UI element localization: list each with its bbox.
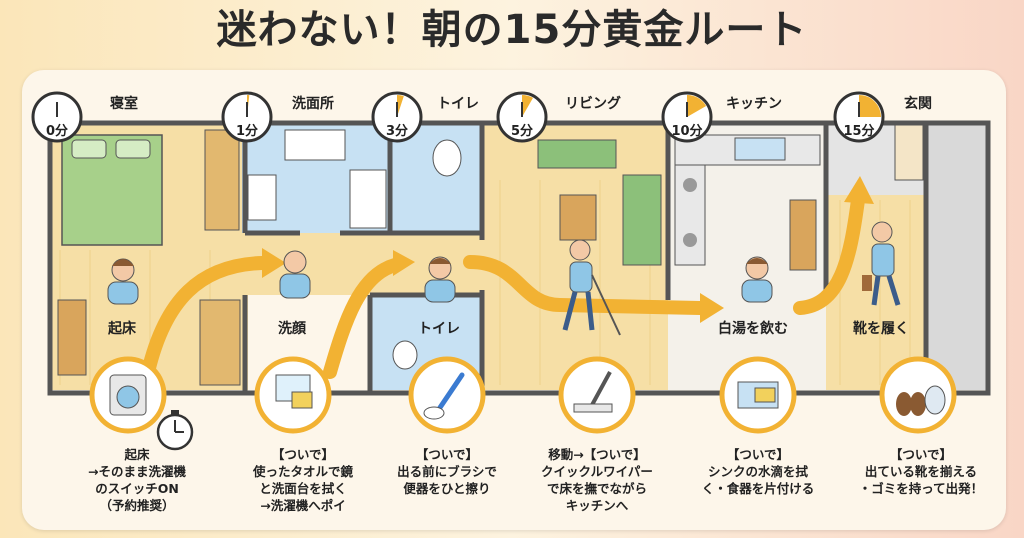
clock-time-3: 3分 — [385, 124, 409, 139]
wardrobe — [204, 129, 240, 231]
action-label-wake: 起床 — [108, 321, 136, 337]
bathtub — [349, 169, 387, 229]
caption-kitchen: 【ついで】シンクの水滴を拭く・食器を片付ける — [701, 447, 815, 496]
toilet-seat — [432, 139, 462, 177]
page-title: 迷わない！朝の15分黄金ルート — [216, 7, 808, 53]
room-label-bedroom: 寝室 — [110, 96, 138, 112]
caption-living: 移動→【ついで】クイックルワイパーで床を撫でながらキッチンへ — [541, 447, 653, 513]
clock-icon — [496, 91, 548, 143]
action-label-wash-face: 洗顔 — [278, 321, 306, 337]
caption-icon-circles — [89, 356, 957, 434]
washer-unit — [247, 174, 277, 221]
sofa — [537, 139, 617, 169]
action-label-toilet: トイレ — [418, 321, 460, 337]
clocks — [31, 91, 885, 143]
person-leaving — [862, 221, 901, 306]
clock-icon — [833, 91, 885, 143]
stove-burner-top — [683, 178, 697, 192]
shelf — [199, 299, 241, 386]
sink-sponge-icon-glyph — [737, 381, 779, 409]
clock-time-10: 10分 — [671, 124, 703, 139]
clock-icon — [31, 91, 83, 143]
mirror-towel-icon-glyph — [275, 374, 313, 409]
route-arrows — [141, 193, 865, 379]
caption-toilet: 【ついで】出る前にブラシで便器をひと擦り — [397, 447, 497, 496]
desk — [57, 299, 87, 376]
action-label-shoes: 靴を履く — [853, 321, 909, 337]
kitchen-sink — [734, 137, 786, 161]
lower-toilet-seat — [392, 340, 418, 370]
room-label-living: リビング — [565, 96, 621, 112]
people — [107, 221, 901, 336]
caption-entrance: 【ついで】出ている靴を揃える・ゴミを持って出発！ — [858, 447, 984, 496]
room-label-entrance: 玄関 — [904, 96, 932, 112]
person-vacuuming — [562, 239, 621, 336]
route-arrowheads — [262, 176, 874, 323]
clock-elapsed-wedge — [397, 95, 404, 117]
coffee-table — [559, 194, 597, 241]
caption-bedroom: 起床→そのまま洗濯機のスイッチON（予約推奨） — [88, 447, 186, 513]
clock-time-0: 0分 — [45, 124, 69, 139]
shoe-rack — [894, 124, 924, 181]
closet-floor — [926, 125, 986, 390]
person-drinking — [741, 256, 773, 303]
person-waking — [107, 258, 139, 305]
room-label-kitchen: キッチン — [726, 96, 782, 112]
bed-pillow-left — [71, 139, 107, 159]
clock-elapsed-wedge — [522, 94, 533, 117]
route-toilet-to-living — [463, 255, 707, 315]
toilet-floor — [390, 125, 482, 233]
caption-washroom: 【ついで】使ったタオルで鏡と洗面台を拭く→洗濯機へポイ — [252, 447, 353, 513]
washing-machine-icon-glyph — [109, 374, 147, 416]
action-label-drink: 白湯を飲む — [718, 321, 788, 337]
floor-wiper-icon-glyph — [573, 371, 613, 413]
clock-icon — [221, 91, 273, 143]
clock-elapsed-wedge — [687, 94, 707, 117]
clock-time-5: 5分 — [510, 124, 534, 139]
route-bedroom-to-washroom — [141, 256, 269, 379]
clock-time-1: 1分 — [235, 124, 259, 139]
person-toilet — [424, 256, 456, 303]
dining-table — [789, 199, 817, 271]
toilet-brush-icon-glyph — [423, 372, 465, 420]
bed-pillow-right — [115, 139, 151, 159]
furniture — [57, 124, 924, 386]
room-label-toilet: トイレ — [437, 96, 479, 112]
room-label-washroom: 洗面所 — [292, 96, 334, 112]
clock-time-15: 15分 — [843, 124, 875, 139]
route-kitchen-to-entrance — [793, 193, 865, 315]
clock-icon — [371, 91, 423, 143]
shoes-trash-icon-glyph — [896, 385, 946, 416]
stopwatch-icon — [156, 410, 194, 451]
sofa-side — [622, 174, 662, 266]
stove-burner-bottom — [683, 233, 697, 247]
wash-basin — [284, 129, 346, 161]
person-washing-face — [279, 250, 311, 299]
clock-icon — [661, 91, 713, 143]
clock-elapsed-wedge — [859, 95, 881, 117]
route-washroom-to-toilet — [323, 258, 402, 379]
